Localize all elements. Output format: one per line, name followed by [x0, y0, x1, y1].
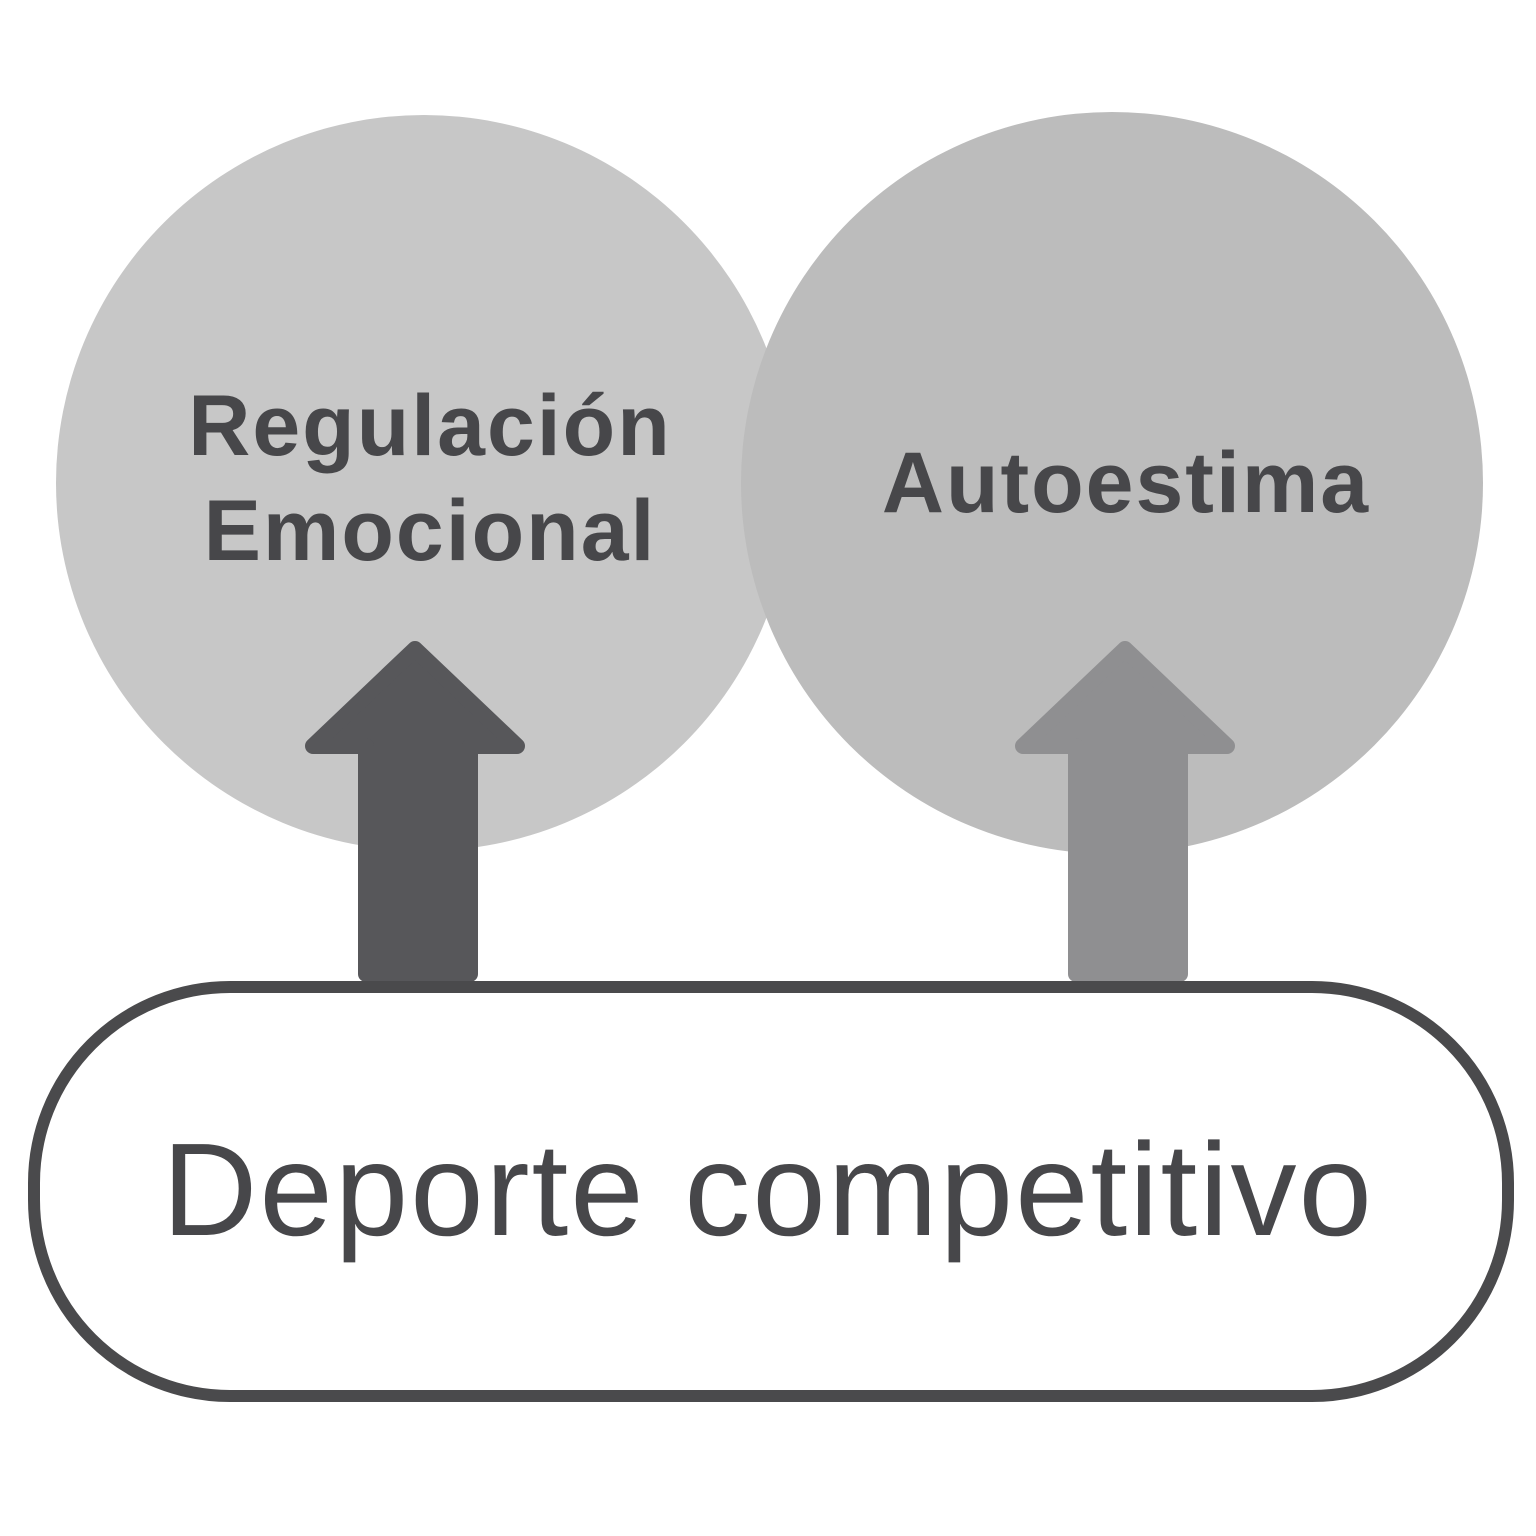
up-arrow-right-icon	[1015, 641, 1235, 982]
self-esteem-circle	[741, 112, 1483, 854]
up-arrow-left-icon	[305, 641, 525, 982]
competitive-sport-container	[28, 981, 1514, 1402]
emotional-regulation-label-line2: Emocional	[204, 483, 657, 579]
self-esteem-label: Autoestima	[882, 435, 1370, 531]
competitive-sport-label: Deporte competitivo	[162, 1116, 1374, 1263]
emotional-regulation-circle	[56, 115, 792, 851]
emotional-regulation-label-line1: Regulación	[188, 378, 672, 474]
